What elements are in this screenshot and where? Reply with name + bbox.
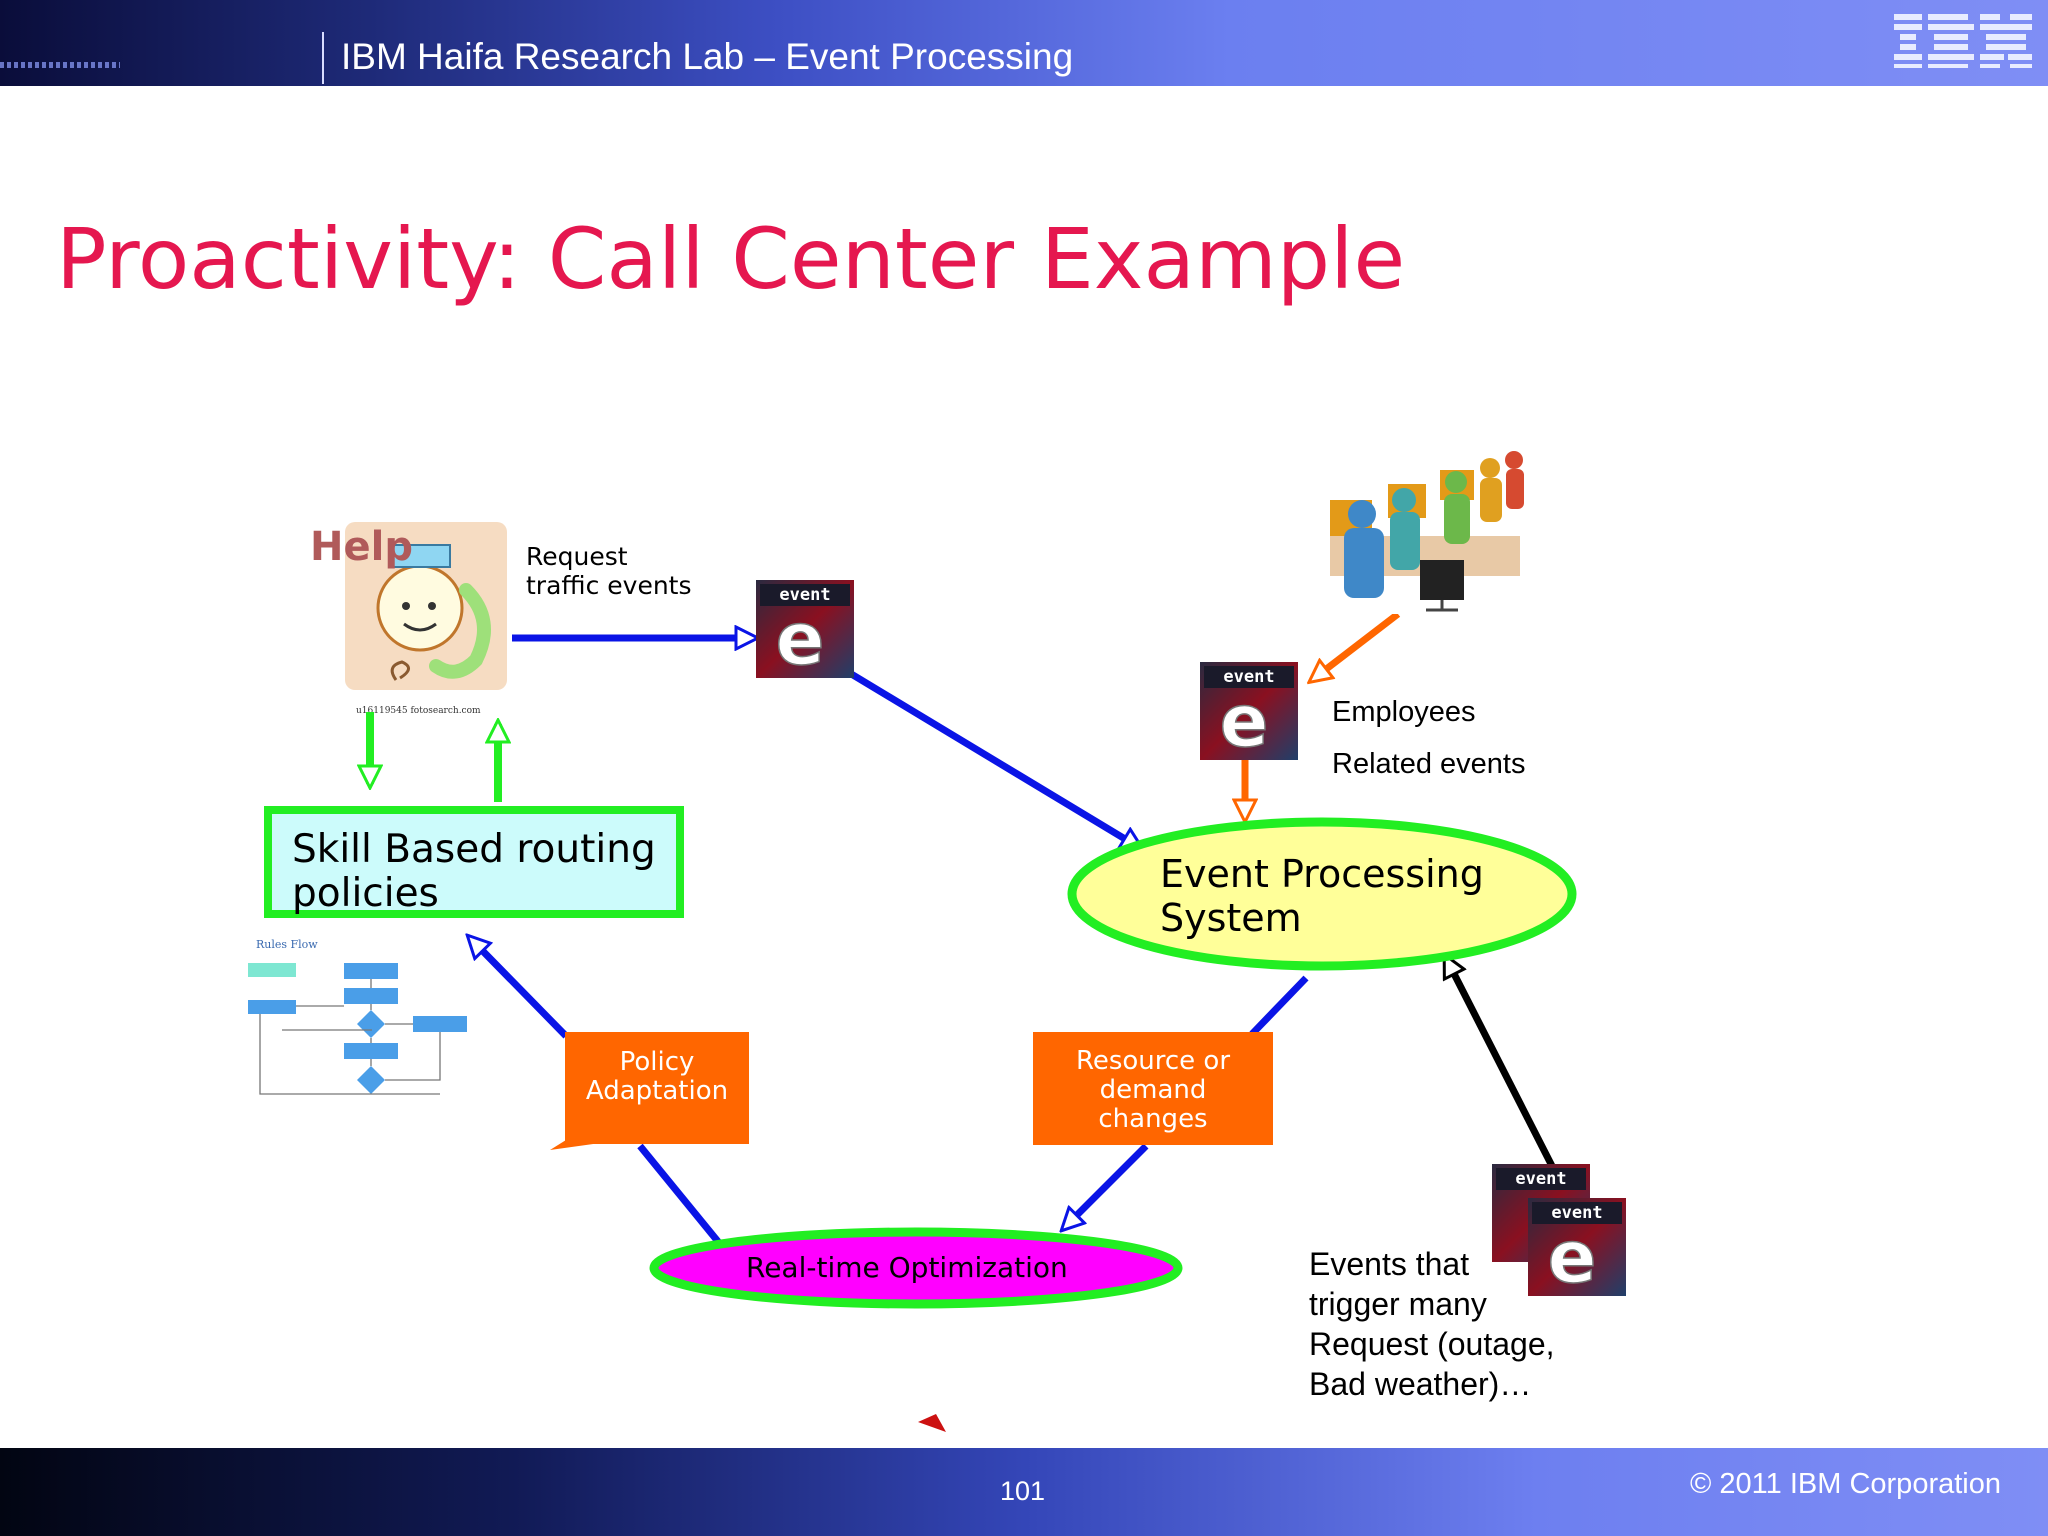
employees-arrow: [1312, 611, 1401, 680]
event-icon-trigger-front: event e: [1528, 1198, 1626, 1300]
header-title: IBM Haifa Research Lab – Event Processin…: [341, 36, 1074, 77]
svg-text:event: event: [1551, 1203, 1602, 1223]
trigger-arrow: [1446, 958, 1556, 1168]
event-icon-employees: event e: [1200, 662, 1298, 764]
copyright-text: © 2011 IBM Corporation: [1690, 1468, 2001, 1500]
trigger-events-label: Events that trigger many Request (outage…: [1309, 1246, 1555, 1402]
help-clipart: [345, 522, 507, 690]
request-traffic-label: Request traffic events: [526, 542, 692, 600]
rules-flow-thumbnail: [248, 963, 467, 1095]
svg-text:event: event: [779, 585, 830, 605]
related-events-label: Related events: [1332, 748, 1526, 780]
rules-flow-caption: Rules Flow: [256, 938, 318, 951]
eps-to-resource-line: [1249, 975, 1309, 1037]
policy-to-skill-arrow: [470, 938, 569, 1039]
rto-label: Real-time Optimization: [746, 1251, 1068, 1284]
svg-text:event: event: [1223, 667, 1274, 687]
eps-ellipse: [1067, 817, 1577, 971]
rto-to-policy-line: [637, 1143, 723, 1247]
resource-to-rto-arrow: [1064, 1143, 1149, 1228]
header-decoration: [0, 62, 120, 68]
red-marker-icon: [918, 1414, 946, 1432]
employees-clipart: [1328, 451, 1524, 614]
slide-title: Proactivity: Call Center Example: [56, 210, 1406, 308]
page-number: 101: [1000, 1476, 1046, 1506]
svg-text:e: e: [1548, 1215, 1597, 1299]
resource-demand-box: Resource or demand changes: [1033, 1032, 1273, 1145]
footer-bar: [0, 1448, 2048, 1536]
rto-ellipse: [649, 1227, 1183, 1309]
ibm-logo: [1894, 14, 2032, 68]
header-separator: [322, 32, 324, 84]
help-text: Help: [310, 524, 413, 570]
policy-adaptation-box: Policy Adaptation: [565, 1032, 749, 1144]
help-caption: u16119545 fotosearch.com: [356, 706, 481, 716]
event-to-eps-arrow: [846, 669, 1140, 848]
svg-text:e: e: [1220, 679, 1269, 763]
eps-label: Event Processing System: [1160, 852, 1484, 940]
svg-text:event: event: [1515, 1169, 1566, 1189]
skill-routing-box: Skill Based routing policies: [264, 806, 684, 918]
event-icon-request: event e: [756, 580, 854, 682]
header-bar: IBM Haifa Research Lab – Event Processin…: [0, 0, 2048, 86]
svg-text:e: e: [776, 597, 825, 681]
employees-label: Employees: [1332, 696, 1476, 728]
skill-routing-label: Skill Based routing policies: [292, 827, 656, 916]
